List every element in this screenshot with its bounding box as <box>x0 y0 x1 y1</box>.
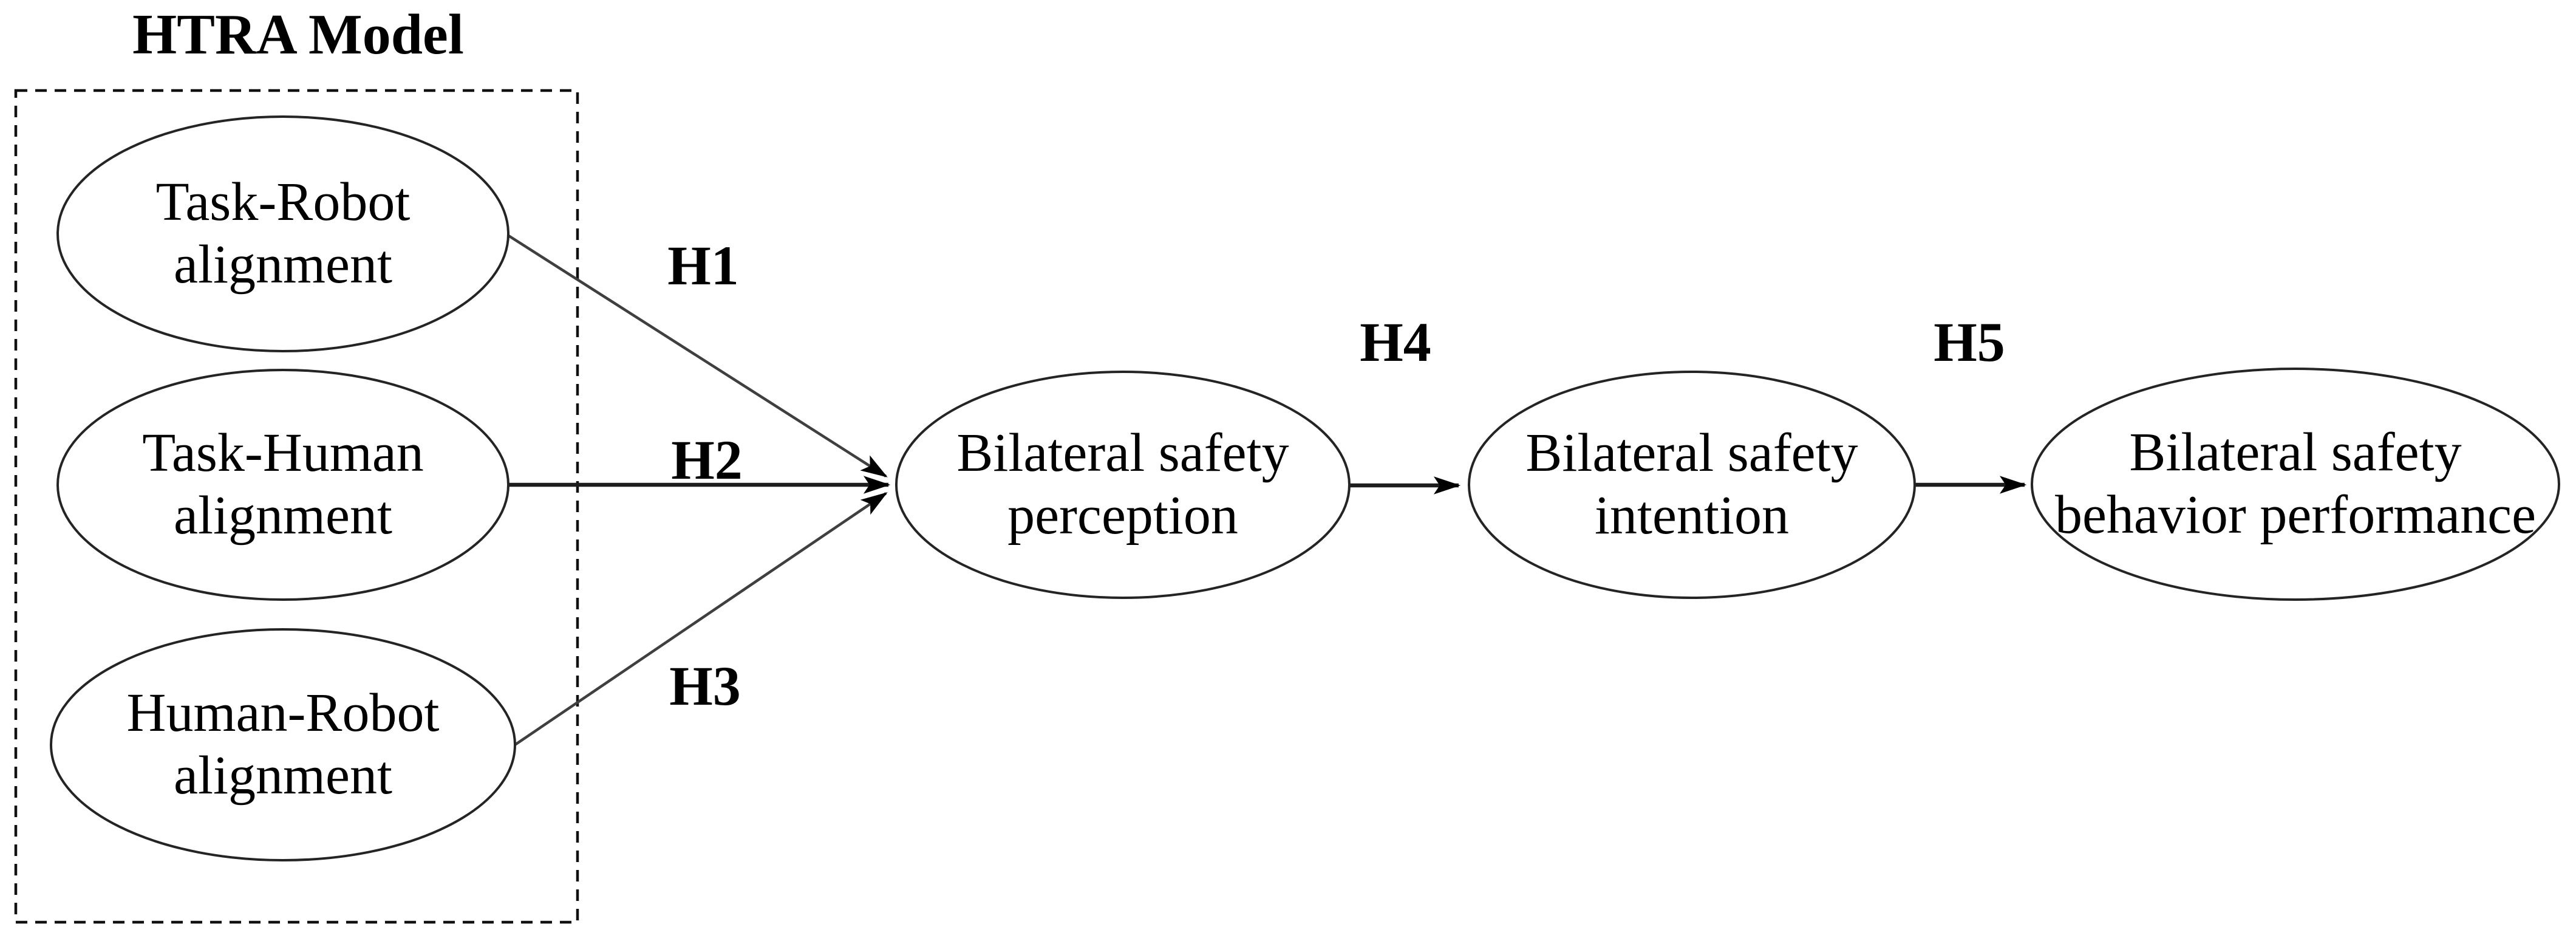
node-bilateral-safety-behavior-performance: Bilateral safety behavior performance <box>2031 368 2560 601</box>
edge-h3-label: H3 <box>669 655 741 717</box>
node-label-line1: Task-Robot <box>156 172 411 232</box>
node-ellipse <box>895 371 1351 599</box>
edge-h5-label: H5 <box>1934 311 2005 373</box>
edge-h3-line <box>514 492 888 746</box>
node-ellipse <box>2031 368 2560 601</box>
node-label-line1: Bilateral safety <box>956 423 1289 483</box>
edge-h5: H5 <box>1915 311 2027 494</box>
edge-h2-label: H2 <box>671 429 743 491</box>
node-ellipse <box>50 628 516 861</box>
edge-h3: H3 <box>514 492 888 746</box>
edge-h2: H2 <box>508 429 891 494</box>
node-label-line1: Bilateral safety <box>2129 422 2461 482</box>
node-label-line1: Human-Robot <box>127 683 440 743</box>
node-task-robot-alignment: Task-Robot alignment <box>56 115 509 352</box>
node-ellipse <box>1468 371 1916 599</box>
edge-h4-label: H4 <box>1360 311 1431 373</box>
node-ellipse <box>56 115 509 352</box>
node-label-line1: Bilateral safety <box>1525 423 1858 483</box>
node-label-line2: perception <box>1007 485 1238 546</box>
node-label-line2: intention <box>1595 485 1789 546</box>
node-human-robot-alignment: Human-Robot alignment <box>50 628 516 861</box>
edge-h1-label: H1 <box>667 235 739 296</box>
htra-model-dashed-box <box>14 89 579 924</box>
node-task-human-alignment: Task-Human alignment <box>56 369 509 601</box>
node-bilateral-safety-perception: Bilateral safety perception <box>895 371 1351 599</box>
edge-h1-line <box>506 234 888 478</box>
node-label-line2: alignment <box>174 235 392 295</box>
node-ellipse <box>56 369 509 601</box>
edge-h1: H1 <box>506 234 888 478</box>
node-label-line2: behavior performance <box>2055 485 2536 545</box>
node-label-line2: alignment <box>174 485 392 546</box>
node-label-line2: alignment <box>174 745 392 806</box>
diagram-title: HTRA Model <box>132 3 464 66</box>
node-label-line1: Task-Human <box>142 423 424 483</box>
edge-h4: H4 <box>1344 311 1461 495</box>
node-bilateral-safety-intention: Bilateral safety intention <box>1468 371 1916 599</box>
